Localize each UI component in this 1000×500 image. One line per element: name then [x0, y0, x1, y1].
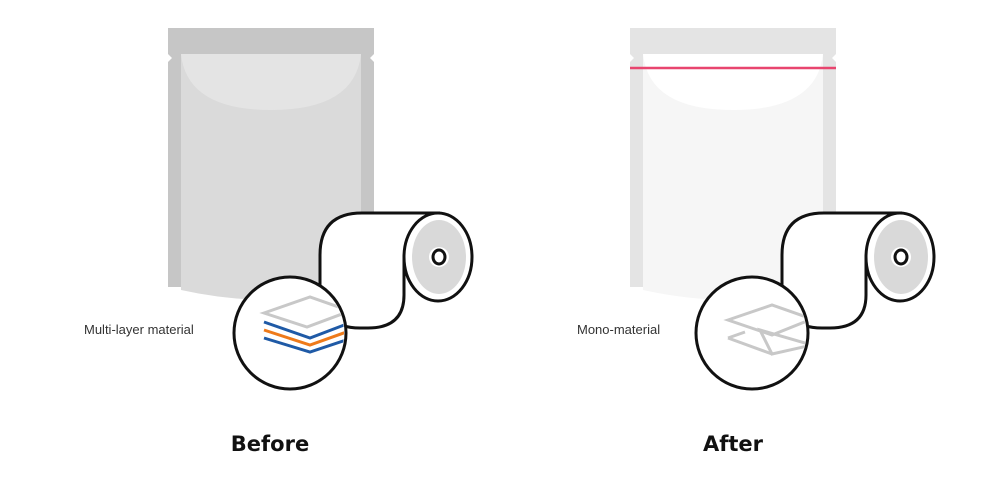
pouch-multilayer: [168, 28, 374, 300]
after-panel: [630, 28, 936, 330]
pouch-monomaterial: [630, 28, 836, 300]
film-roll-icon: [318, 211, 474, 330]
after-title: After: [702, 432, 764, 456]
magnifier-monomaterial: [694, 275, 810, 391]
layer-blue: [263, 320, 344, 340]
before-title: Before: [230, 432, 310, 456]
layer-orange: [263, 328, 344, 347]
film-roll-icon: [780, 211, 936, 330]
monomaterial-label: Mono-material: [577, 322, 661, 337]
layer-top: [723, 303, 806, 337]
layer-blue: [263, 336, 344, 354]
layer-bottom: [727, 327, 806, 356]
magnifier-multilayer: [232, 275, 348, 391]
multilayer-label: Multi-layer material: [84, 322, 194, 337]
before-panel: [168, 28, 474, 391]
layer-top: [259, 295, 344, 329]
